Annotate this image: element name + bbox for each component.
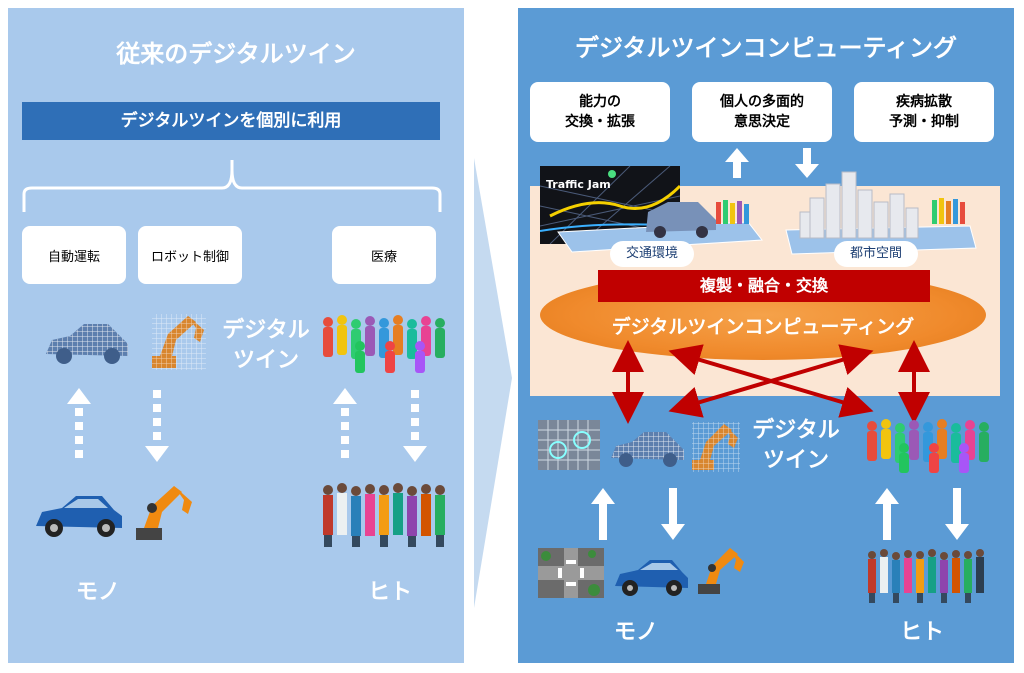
left-panel-title: 従来のデジタルツイン <box>116 40 356 68</box>
left-label-things: モノ <box>76 580 121 605</box>
card-capability-line2: 交換・拡張 <box>565 114 635 130</box>
right-label-things: モノ <box>614 620 659 645</box>
right-twin-label: デジタル ツイン <box>746 416 846 476</box>
intersection-aerial-icon <box>538 548 604 598</box>
dotted-arrow-down-icon <box>403 390 427 462</box>
arrow-up-icon <box>591 488 615 540</box>
crowd-icon <box>868 549 984 603</box>
arrow-down-icon <box>661 488 685 540</box>
crowd-icon <box>323 483 445 547</box>
chevron-right-icon <box>474 158 512 608</box>
right-panel-title: デジタルツインコンピューティング <box>574 34 958 62</box>
card-disease-prediction: 疾病拡散予測・抑制 <box>854 82 994 142</box>
wireframe-robot-arm-icon <box>692 422 740 472</box>
traffic-platform <box>557 200 763 253</box>
car-icon <box>615 560 688 596</box>
car-icon <box>36 496 122 537</box>
right-label-people: ヒト <box>900 620 945 645</box>
city-platform <box>785 171 977 255</box>
wireframe-crowd-icon <box>323 315 445 373</box>
arrow-up-icon <box>875 488 899 540</box>
card-robot-control: ロボット制御 <box>138 226 242 284</box>
dotted-arrow-down-icon <box>145 390 169 462</box>
left-twin-label-line2: ツイン <box>232 348 299 373</box>
robot-arm-icon <box>136 486 192 540</box>
wireframe-car-icon <box>611 432 684 467</box>
card-disease-line1: 疾病拡散 <box>896 94 952 110</box>
arrow-down-icon <box>795 148 819 178</box>
card-decision-making: 個人の多面的意思決定 <box>692 82 832 142</box>
left-twin-label-line1: デジタル <box>222 318 310 343</box>
dotted-arrow-up-icon <box>333 388 357 458</box>
wireframe-car-icon <box>46 324 128 364</box>
card-decision-line2: 意思決定 <box>734 114 790 130</box>
dtc-oval-title: デジタルツインコンピューティング <box>611 316 915 338</box>
robot-arm-icon <box>698 548 744 594</box>
card-capability-exchange: 能力の交換・拡張 <box>530 82 670 142</box>
right-twin-label-line2: ツイン <box>762 448 829 473</box>
wireframe-crowd-icon <box>867 419 989 473</box>
right-twin-label-line1: デジタル <box>752 418 840 443</box>
card-medical: 医療 <box>332 226 436 284</box>
right-panel: デジタルツインコンピューティング 能力の交換・拡張 個人の多面的意思決定 疾病拡… <box>518 8 1014 663</box>
wireframe-intersection-icon <box>538 420 600 470</box>
card-decision-line1: 個人の多面的 <box>720 94 804 110</box>
arrow-down-icon <box>945 488 969 540</box>
left-twin-label: デジタル ツイン <box>216 316 316 376</box>
urban-space-label: 都市空間 <box>834 241 918 267</box>
dotted-arrow-up-icon <box>67 388 91 458</box>
wireframe-robot-arm-icon <box>152 314 206 370</box>
card-autonomous-driving: 自動運転 <box>22 226 126 284</box>
left-label-people: ヒト <box>368 580 413 605</box>
curly-brace <box>22 160 442 212</box>
card-capability-line1: 能力の <box>579 94 621 110</box>
traffic-caption: Traffic Jam <box>546 178 611 191</box>
traffic-environment-label: 交通環境 <box>610 241 694 267</box>
card-disease-line2: 予測・抑制 <box>889 114 959 130</box>
left-banner: デジタルツインを個別に利用 <box>22 102 440 140</box>
left-panel: 従来のデジタルツイン デジタルツインを個別に利用 自動運転 ロボット制御 医療 … <box>8 8 464 663</box>
arrow-up-icon <box>725 148 749 178</box>
replicate-fuse-exchange-band: 複製・融合・交換 <box>598 270 930 302</box>
red-exchange-arrows <box>612 340 930 424</box>
